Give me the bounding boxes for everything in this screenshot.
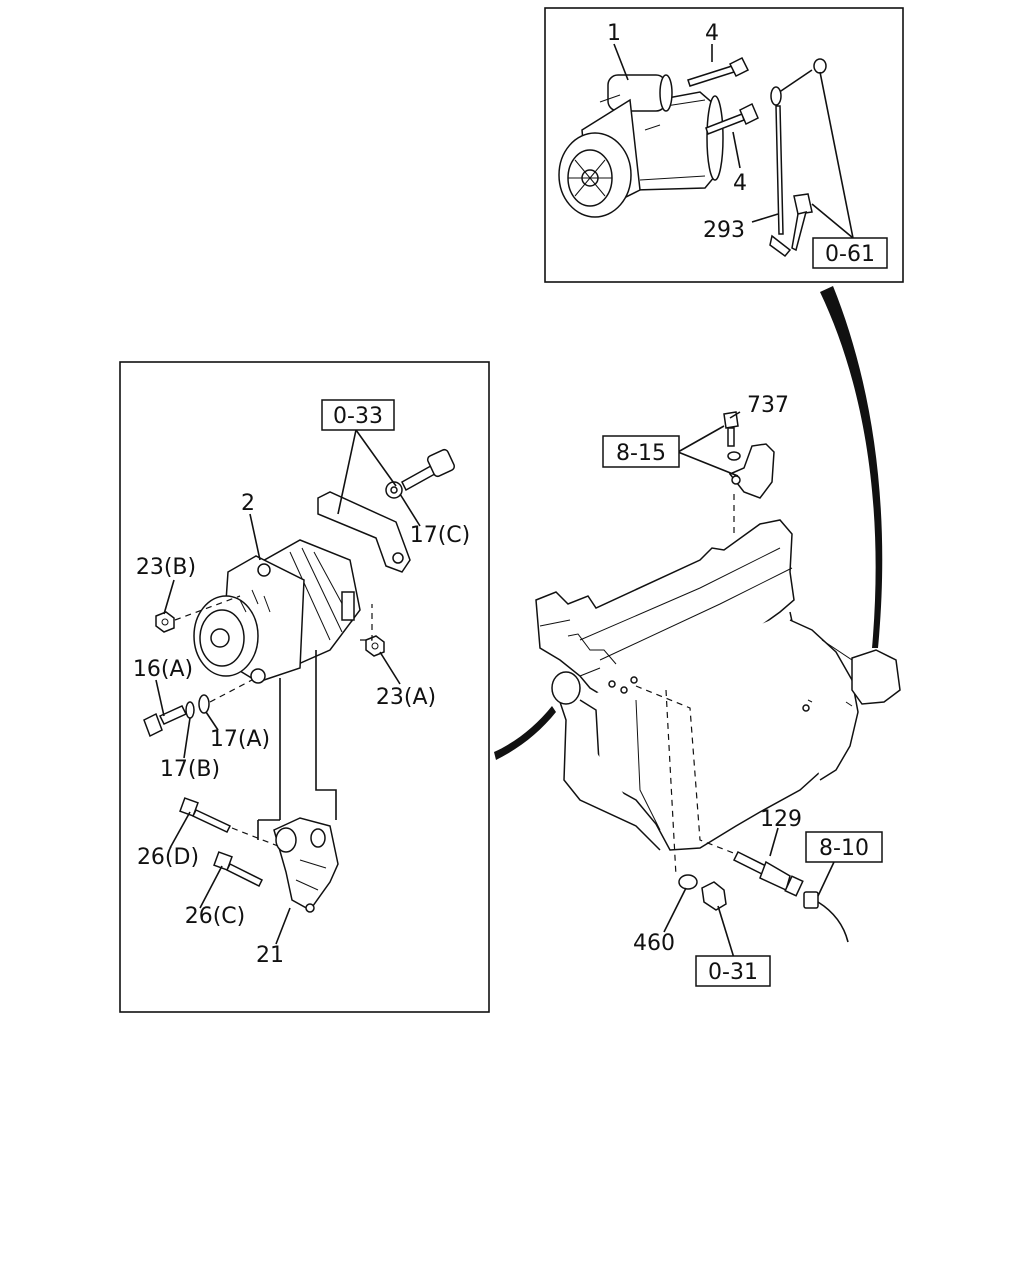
label-part-17C: 17(C): [410, 523, 471, 548]
curved-arrow-starter: [820, 286, 883, 648]
sensor-129: [732, 850, 804, 897]
ref-label-8-10: 8-10: [819, 836, 869, 861]
label-part-23A: 23(A): [376, 685, 436, 710]
label-part-17B: 17(B): [160, 757, 220, 782]
label-part-23B: 23(B): [136, 555, 196, 580]
label-part-26D: 26(D): [137, 845, 199, 870]
ref-box-0-33: [321, 399, 395, 431]
label-part-21: 21: [256, 943, 284, 968]
label-part-129: 129: [760, 807, 802, 832]
curved-arrow-alternator: [494, 706, 556, 760]
alternator-drawing: [193, 539, 361, 684]
bolt-26D: [179, 797, 232, 833]
nut-23A: [365, 635, 385, 657]
label-part-4-top: 4: [705, 21, 719, 46]
bolt-26C: [213, 851, 264, 888]
bolt-4-upper: [687, 56, 750, 87]
mount-bracket-21: [257, 650, 339, 913]
drain-plug: [678, 874, 727, 911]
ref-label-0-61: 0-61: [825, 242, 875, 267]
ref-box-8-10: [805, 831, 883, 863]
label-part-26C: 26(C): [185, 904, 246, 929]
ref-box-8-15: [602, 435, 680, 468]
label-part-16A: 16(A): [133, 657, 193, 682]
ref-label-0-31: 0-31: [708, 960, 758, 985]
ref-label-0-33: 0-33: [333, 404, 383, 429]
bracket-737: [723, 411, 775, 499]
ref-label-8-15: 8-15: [616, 441, 666, 466]
alternator-inset: 0-33 2 23(B) 17(C) 16(A) 23(A) 17(A) 17(…: [119, 361, 490, 1013]
bolt-0-61: [791, 193, 813, 252]
label-part-2: 2: [241, 491, 255, 516]
ref-box-0-61: [812, 237, 888, 269]
bolt-16A: [143, 705, 188, 738]
washer-17B: [185, 701, 195, 719]
label-part-4-bottom: 4: [733, 171, 747, 196]
washer-17A: [198, 694, 210, 714]
adjust-bracket: [317, 491, 411, 573]
starter-inset: 1 4 4 293 0-61: [544, 7, 904, 283]
starter-inset-frame: [544, 7, 904, 283]
cable-8-10: [803, 891, 849, 943]
label-part-737: 737: [747, 393, 789, 418]
bolt-17C: [385, 448, 456, 499]
label-part-460: 460: [633, 931, 675, 956]
label-part-1: 1: [607, 21, 621, 46]
label-part-293: 293: [703, 218, 745, 243]
cable-293: [769, 58, 827, 258]
washer-460: [678, 874, 698, 890]
label-part-17A: 17(A): [210, 727, 270, 752]
starter-motor-drawing: [558, 74, 724, 218]
engine-block-drawing: [535, 519, 901, 851]
nut-23B: [155, 611, 175, 633]
bolt-4-lower: [705, 102, 759, 135]
alternator-inset-frame: [119, 361, 490, 1013]
ref-box-0-31: [695, 955, 771, 987]
